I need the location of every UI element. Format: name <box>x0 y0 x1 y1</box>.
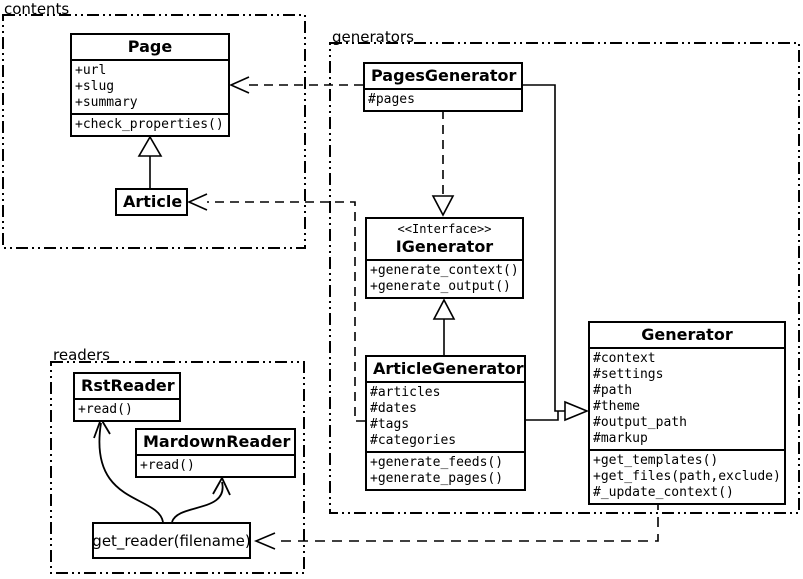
package-border-contents <box>2 14 306 249</box>
attribute: #settings <box>593 367 664 382</box>
generalization-article-page <box>137 135 163 188</box>
function-get-reader-label: get_reader(filename) <box>92 531 251 550</box>
attribute: #articles <box>370 385 441 400</box>
class-articlegenerator: ArticleGenerator #articles #dates #tags … <box>365 355 526 491</box>
class-igenerator-name: IGenerator <box>395 237 494 256</box>
class-generator: Generator #context #settings #path #them… <box>588 321 786 505</box>
attribute: #output_path <box>593 415 687 430</box>
attribute: #context <box>593 351 656 366</box>
class-rstreader-name: RstReader <box>81 376 175 395</box>
package-label-contents: contents <box>4 0 70 18</box>
class-mardownreader: MardownReader +read() <box>135 428 296 478</box>
method: +generate_pages() <box>370 471 504 486</box>
realization-pagesgenerator-igenerator <box>431 110 455 217</box>
attribute: #dates <box>370 401 417 416</box>
attribute: #tags <box>370 417 410 432</box>
class-pagesgenerator-name: PagesGenerator <box>371 66 517 85</box>
package-border-readers <box>50 361 305 574</box>
attribute: #categories <box>370 433 457 448</box>
class-igenerator: <<Interface>> IGenerator +generate_conte… <box>365 217 524 299</box>
method: +generate_output() <box>370 279 511 294</box>
attribute: #markup <box>593 431 648 446</box>
class-page-name: Page <box>127 37 173 56</box>
attribute: #path <box>593 383 633 398</box>
dependency-articlegenerator-article <box>187 193 365 422</box>
generalization-articlegenerator-igenerator <box>432 298 456 355</box>
class-page-methods: +check_properties() <box>72 113 228 135</box>
dependency-generator-getreader <box>253 500 659 550</box>
class-articlegenerator-attributes: #articles #dates #tags #categories <box>367 381 524 451</box>
class-pagesgenerator: PagesGenerator #pages <box>363 62 523 112</box>
class-generator-attributes: #context #settings #path #theme #output_… <box>590 347 784 449</box>
class-articlegenerator-methods: +generate_feeds() +generate_pages() <box>367 451 524 489</box>
package-border-generators <box>329 42 800 514</box>
package-label-generators: generators <box>332 28 414 46</box>
attribute: #pages <box>368 92 415 107</box>
method: +read() <box>140 458 195 473</box>
method: +check_properties() <box>75 117 224 132</box>
call-getreader-mardownreader <box>171 476 231 523</box>
method: +generate_context() <box>370 263 519 278</box>
class-article: Article <box>115 188 188 216</box>
attribute: #theme <box>593 399 640 414</box>
class-mardownreader-methods: +read() <box>137 454 294 476</box>
generalization-generators-generator <box>522 84 590 422</box>
method: +get_templates() <box>593 453 719 468</box>
dependency-pagesgenerator-page <box>229 76 363 94</box>
class-igenerator-stereotype: <<Interface>> <box>397 222 492 236</box>
attribute: +summary <box>75 95 138 110</box>
class-mardownreader-name: MardownReader <box>143 432 291 451</box>
class-page-attributes: +url +slug +summary <box>72 59 228 113</box>
attribute: +url <box>75 63 107 78</box>
attribute: +slug <box>75 79 115 94</box>
method: +get_files(path,exclude) <box>593 469 781 484</box>
class-rstreader-methods: +read() <box>75 398 179 420</box>
class-generator-name: Generator <box>641 325 733 344</box>
method: +generate_feeds() <box>370 455 504 470</box>
method: +read() <box>78 402 133 417</box>
class-igenerator-methods: +generate_context() +generate_output() <box>367 259 522 297</box>
method: #_update_context() <box>593 485 734 500</box>
class-pagesgenerator-attributes: #pages <box>365 88 521 110</box>
class-rstreader: RstReader +read() <box>73 372 181 422</box>
class-article-name: Article <box>123 192 183 211</box>
class-page: Page +url +slug +summary +check_properti… <box>70 33 230 137</box>
package-label-readers: readers <box>53 346 110 364</box>
class-generator-methods: +get_templates() +get_files(path,exclude… <box>590 449 784 503</box>
function-get-reader: get_reader(filename) <box>92 522 251 559</box>
class-articlegenerator-name: ArticleGenerator <box>373 359 524 378</box>
